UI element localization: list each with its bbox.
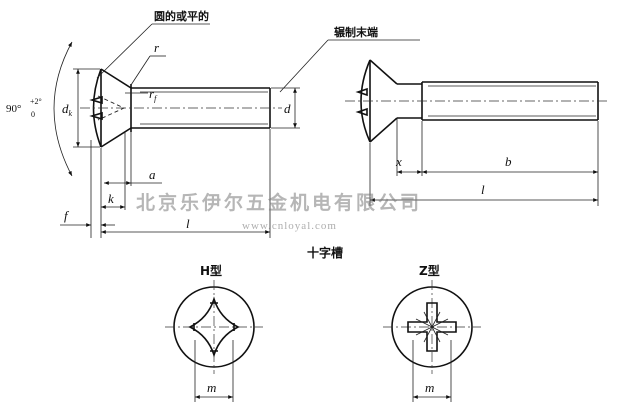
recess-section-title: 十字槽 [307,245,343,260]
right-recess-mark [355,87,368,117]
dim-l-left: l [186,216,190,231]
dim-b: b [505,154,512,169]
watermark-company: 北京乐伊尔五金机电有限公司 [136,191,422,214]
angle-arc [53,41,73,177]
callout-end-type: 辗制末端 [334,25,378,39]
dim-f: f [64,208,70,223]
angle-upper-tol: +2° [30,97,42,106]
z-type-recess: Z型 m [383,263,481,402]
watermark-url: www.cnloyal.com [242,220,337,232]
angle-label: 90° [6,103,21,115]
right-head-dome [360,59,371,143]
leader-end-type [279,39,329,93]
leader-head-shape [96,23,153,79]
angle-lower-tol: 0 [31,110,35,119]
dim-d-left: d [284,101,291,116]
z-type-cross [407,302,457,352]
h-type-recess: H型 m [165,263,263,402]
dim-m-z: m [425,380,434,395]
dim-k: k [108,191,114,206]
left-screw-view: dk 90° +2° 0 圆的或平的 r rf d a k [6,9,300,238]
z-type-label: Z型 [419,263,440,278]
dim-l-right: l [481,182,485,197]
dim-a: a [149,167,156,182]
callout-head-shape: 圆的或平的 [154,9,209,23]
dim-rf: rf [149,86,158,103]
right-screw-view: 辗制末端 x b l [279,25,610,206]
dim-x: x [395,154,402,169]
h-type-label: H型 [200,263,222,278]
dim-r: r [154,40,160,55]
dim-m-h: m [207,380,216,395]
dim-dk: dk [62,101,73,118]
h-type-cross [188,296,240,358]
